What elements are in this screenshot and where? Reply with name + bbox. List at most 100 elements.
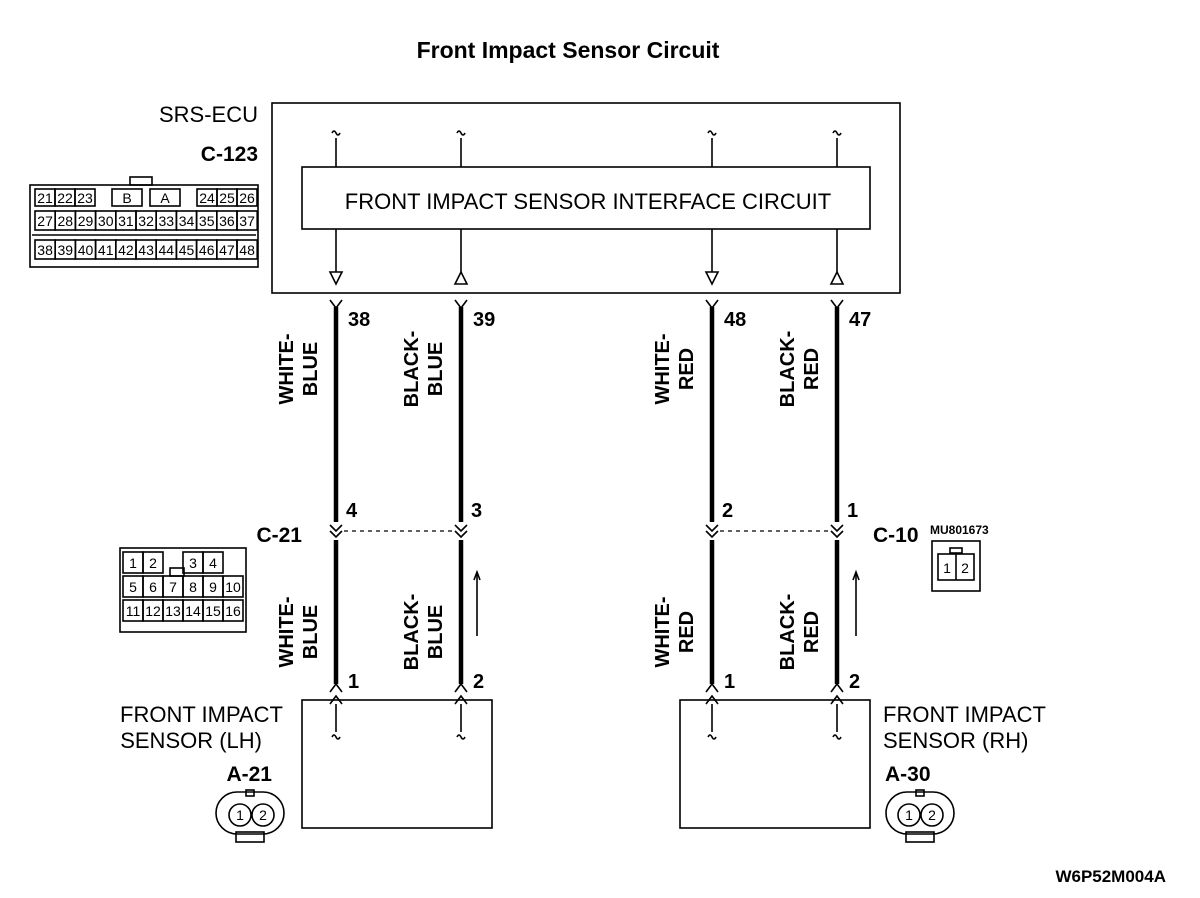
c21-outline (119, 547, 247, 633)
wire-1-sensor-pin-label: 2 (473, 671, 484, 693)
diagram-title: Front Impact Sensor Circuit (417, 37, 720, 63)
c123-pin-41: 41 (98, 242, 114, 258)
front-impact-sensor-lh: FRONT IMPACT SENSOR (LH) A-21 (120, 699, 493, 829)
wire-2-sensor-pin-label: 1 (724, 671, 735, 693)
c10-pin-1: 1 (943, 560, 951, 576)
a30-outline (885, 791, 955, 835)
figure-code: W6P52M004A (1055, 867, 1166, 886)
sensor-lh-box (301, 699, 493, 829)
c10-latch (949, 547, 963, 554)
wire-1-upper-color-line-0: BLACK- (401, 331, 423, 408)
c123-cell-r0-4 (149, 188, 181, 207)
wire-0-sensor-terminal (329, 682, 343, 705)
wire-3-sensor-pin-label: 2 (849, 671, 860, 693)
c21-pin-11: 11 (126, 603, 141, 619)
c21-pin-10: 10 (225, 579, 241, 595)
wire-2-upper-color-label: WHITE-RED (652, 333, 698, 404)
wire-1-ecu-terminal (454, 299, 468, 310)
c21-cell-r0-4 (202, 551, 224, 574)
wire-0-break-mark (331, 130, 341, 136)
c21-latch (169, 567, 185, 577)
c123-pin-32: 32 (138, 213, 154, 229)
wire-1-inline-connector (454, 524, 468, 539)
interface-circuit-label: FRONT IMPACT SENSOR INTERFACE CIRCUIT (345, 189, 831, 214)
c21-pin-3: 3 (189, 555, 197, 571)
c21-pin-14: 14 (185, 603, 201, 619)
sensor-rh-name-line2: SENSOR (RH) (883, 728, 1028, 753)
sensor-rh-name-line1: FRONT IMPACT (883, 702, 1046, 727)
a30-pin-2-circle (920, 803, 944, 827)
wire-1-mid-pin-label: 3 (471, 500, 482, 522)
wire-0-direction-arrow (328, 271, 344, 286)
a30-pin-2: 2 (928, 807, 936, 823)
c123-pin-38: 38 (37, 242, 53, 258)
c21-pin-1: 1 (129, 555, 137, 571)
wire-0-sensor-pin-label: 1 (348, 671, 359, 693)
c21-pin-4: 4 (209, 555, 217, 571)
wire-3-upper-color-line-1: RED (801, 348, 823, 390)
wire-0-ecu-terminal (329, 299, 343, 310)
c21-pin-7: 7 (169, 579, 177, 595)
wire-2-lower-color-line-1: RED (676, 611, 698, 653)
ecu-connector-id: C-123 (201, 143, 258, 166)
wire-1-direction-arrow (453, 270, 469, 285)
arrow-rh-head (852, 569, 860, 581)
a21-outline (215, 791, 285, 835)
c123-pin-37: 37 (239, 213, 255, 229)
c21-pin-5: 5 (129, 579, 137, 595)
wire-1-break-mark (456, 734, 466, 740)
wire-2-inline-connector (705, 524, 719, 539)
wire-3-mid-pin-label: 1 (847, 500, 858, 522)
a21-pin-2-circle (251, 803, 275, 827)
c123-pin-42: 42 (118, 242, 134, 258)
wire-0-upper-color-line-0: WHITE- (276, 333, 298, 404)
sensor-lh-connector-id: A-21 (226, 763, 272, 786)
c123-pin-36: 36 (219, 213, 235, 229)
wire-3-break-mark (832, 734, 842, 740)
wire-0-mid-pin-label: 4 (346, 500, 358, 522)
sensor-rh-connector-id: A-30 (885, 763, 931, 786)
c21-pin-9: 9 (209, 579, 217, 595)
arrow-lh-head (473, 569, 481, 581)
c123-pin-27: 27 (37, 213, 53, 229)
c123-pin-22: 22 (57, 190, 73, 206)
wire-2-ecu-terminal (705, 299, 719, 310)
wire-3-upper-color-label: BLACK-RED (777, 331, 823, 408)
front-impact-sensor-rh: FRONT IMPACT SENSOR (RH) A-30 (679, 699, 1046, 829)
wire-3-lower-color-line-0: BLACK- (777, 594, 799, 671)
a21-pin-2: 2 (259, 807, 267, 823)
a30-pin-1: 1 (905, 807, 913, 823)
c123-pin-34: 34 (179, 213, 195, 229)
interface-circuit-box (301, 166, 871, 230)
wire-2-direction-arrow (704, 271, 720, 286)
wire-3-direction-arrow (829, 270, 845, 285)
wire-2-break-mark (707, 130, 717, 136)
c123-pin-39: 39 (58, 242, 74, 258)
wire-1-break-mark (456, 130, 466, 136)
wires-layer: 3841WHITE-BLUEWHITE-BLUE3932BLACK-BLUEBL… (276, 130, 871, 740)
c21-pin-12: 12 (145, 603, 161, 619)
c123-cell-r1-10 (236, 210, 259, 231)
c21-pin-2: 2 (149, 555, 157, 571)
c21-pin-8: 8 (189, 579, 197, 595)
a21-tab (235, 831, 265, 843)
wire-2-upper-color-line-0: WHITE- (652, 333, 674, 404)
c21-cell-r1-5 (222, 575, 244, 598)
c10-part-number: MU801673 (930, 523, 989, 537)
a30-connector-face: 1 2 (885, 789, 955, 843)
wire-2-ecu-pin-label: 48 (724, 309, 746, 331)
c123-pin-B: B (122, 190, 131, 206)
wire-3-lower-color-label: BLACK-RED (777, 594, 823, 671)
wire-3-ecu-terminal (830, 299, 844, 310)
wire-1-lower-color-label: BLACK-BLUE (401, 594, 447, 671)
c123-cell-r0-7 (236, 188, 258, 207)
a30-pin-1-circle (897, 803, 921, 827)
c123-pin-25: 25 (219, 190, 235, 206)
c123-pin-31: 31 (118, 213, 134, 229)
c123-pin-30: 30 (98, 213, 114, 229)
c10-pin-2: 2 (961, 560, 969, 576)
